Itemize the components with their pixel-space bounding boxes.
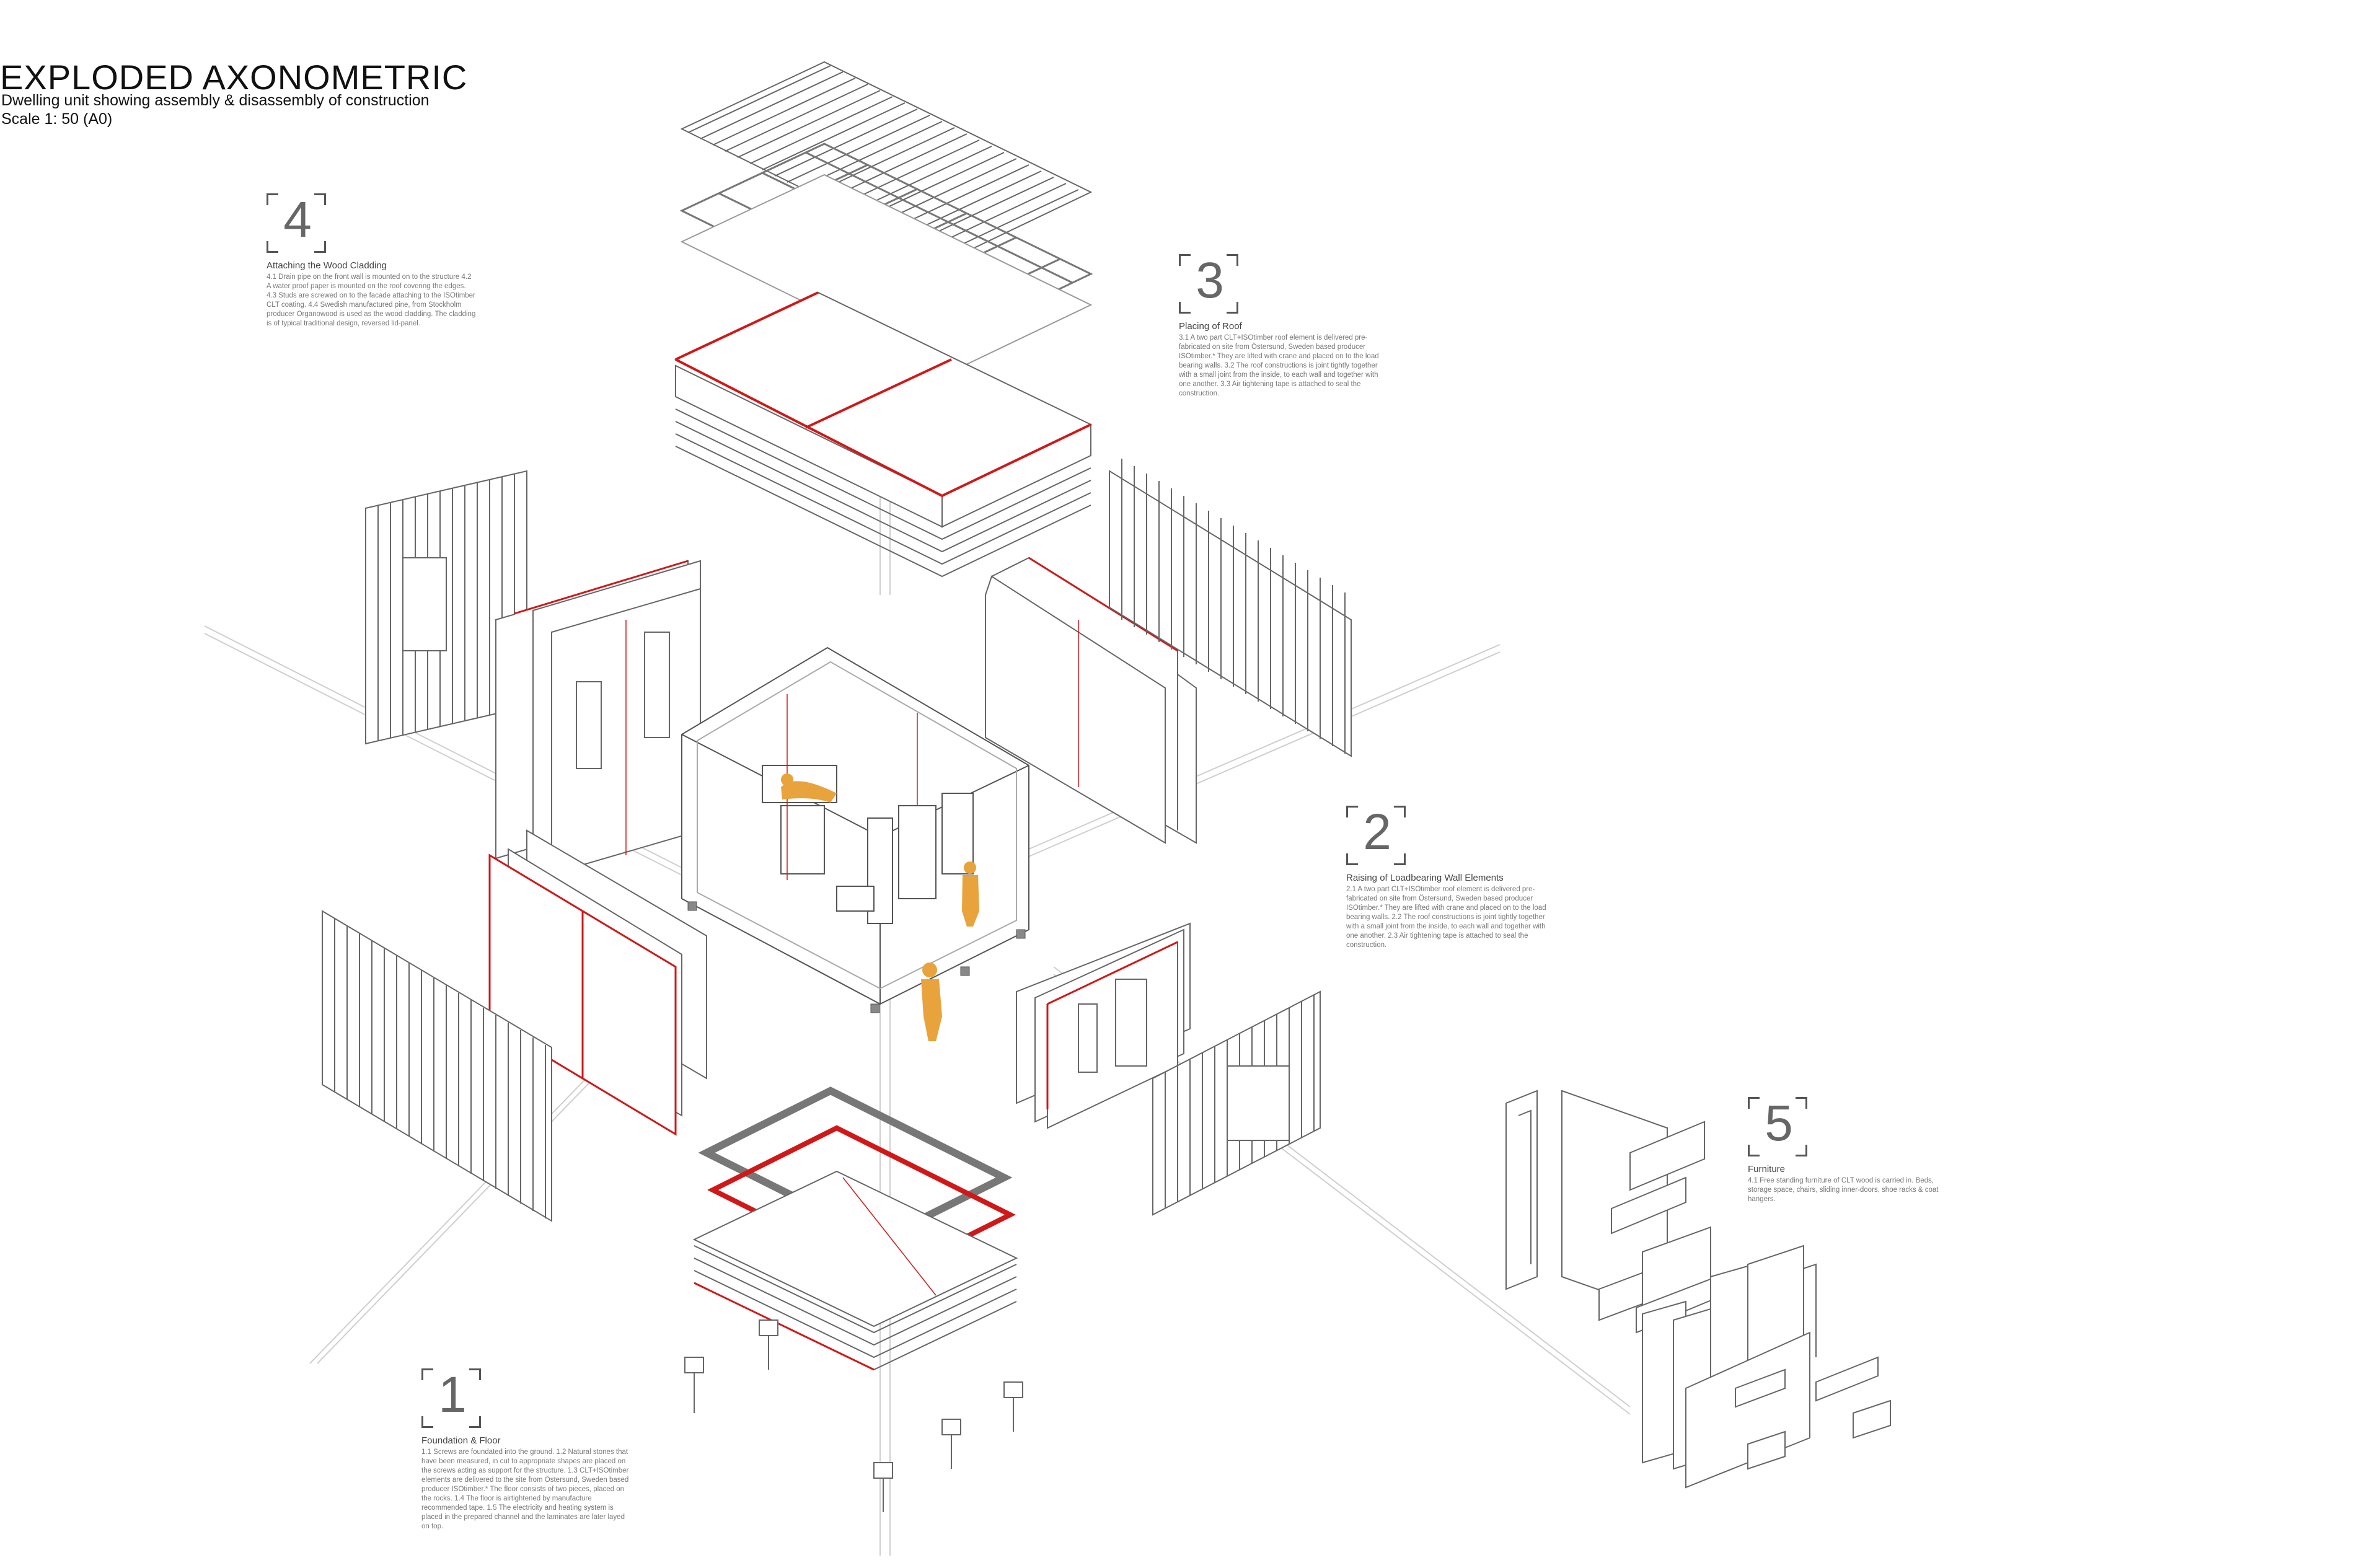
roof-clt-element xyxy=(674,291,1093,578)
step-number: 4 xyxy=(283,192,312,248)
step-number: 5 xyxy=(1765,1095,1793,1152)
floor-red-edges xyxy=(694,1177,937,1371)
step-description: 4.1 Drain pipe on the front wall is moun… xyxy=(267,273,476,327)
wardrobe-group xyxy=(1642,1244,1891,1489)
right-back-wall-element xyxy=(985,557,1197,844)
step-title: Placing of Roof xyxy=(1179,321,1242,332)
step-bracket xyxy=(267,193,326,253)
step-description: 4.1 Free standing furniture of CLT wood … xyxy=(1748,1177,1939,1203)
right-back-wall-red xyxy=(1028,557,1178,787)
step-title: Attaching the Wood Cladding xyxy=(267,260,387,271)
step-description: 3.1 A two part CLT+ISOtimber roof elemen… xyxy=(1179,334,1379,397)
right-back-wall-cladding xyxy=(1109,459,1352,757)
central-unit-feet xyxy=(687,901,1026,1013)
step-number: 3 xyxy=(1196,252,1224,309)
step-bracket xyxy=(1179,254,1238,314)
right-front-wall-red xyxy=(1046,941,1178,1109)
left-back-wall-element xyxy=(495,560,701,875)
central-dwelling-unit xyxy=(681,646,1029,1005)
floor-slab xyxy=(692,1170,1018,1371)
step-description: 1.1 Screws are foundated into the ground… xyxy=(421,1448,629,1530)
step-bracket xyxy=(1748,1097,1807,1156)
left-front-wall-cladding xyxy=(322,910,552,1222)
step-title: Furniture xyxy=(1748,1164,1786,1174)
left-front-wall-red xyxy=(488,853,677,1136)
scale-label: Scale 1: 50 (A0) xyxy=(1,110,113,128)
step-number: 1 xyxy=(438,1367,467,1423)
step-bracket xyxy=(421,1368,481,1428)
step-number: 2 xyxy=(1363,804,1391,860)
step-bracket xyxy=(1346,806,1406,865)
page-title: EXPLODED AXONOMETRIC xyxy=(0,58,468,97)
page-subtitle: Dwelling unit showing assembly & disasse… xyxy=(1,92,430,109)
roof-red-edges xyxy=(675,291,1091,498)
human-figure-icon xyxy=(781,773,979,1041)
step-title: Raising of Loadbearing Wall Elements xyxy=(1346,873,1504,883)
foundation-screw-icon xyxy=(684,1319,1023,1512)
right-front-wall-cladding xyxy=(1152,990,1321,1216)
step-description: 2.1 A two part CLT+ISOtimber roof elemen… xyxy=(1346,886,1546,949)
step-title: Foundation & Floor xyxy=(421,1435,501,1446)
left-back-wall-red xyxy=(514,560,689,855)
